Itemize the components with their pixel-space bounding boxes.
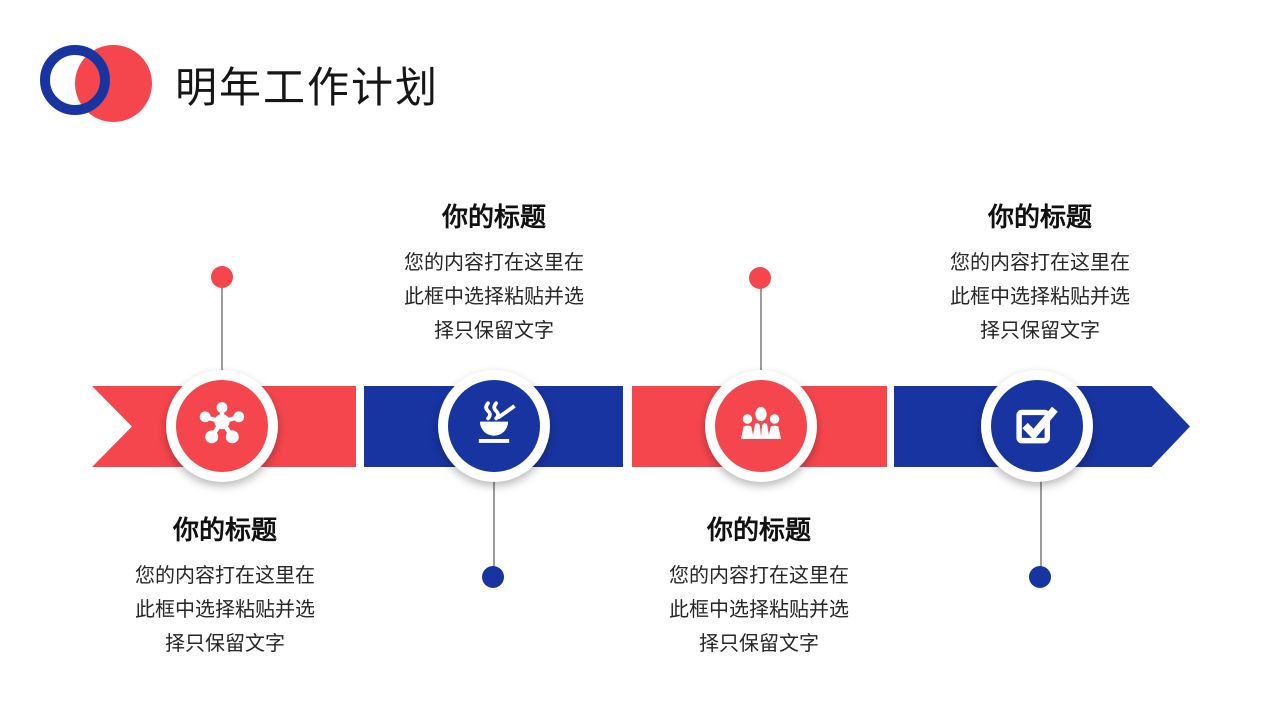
step3-body-line3: 择只保留文字 (699, 633, 819, 655)
hot-food-bowl-icon (478, 401, 516, 443)
tie-shape (759, 425, 763, 437)
checkbox-checkmark-icon (1016, 406, 1058, 444)
step-circle-3 (715, 380, 807, 472)
connector-line-step4 (1040, 480, 1042, 572)
step2-body-line1: 您的内容打在这里在 (404, 252, 584, 274)
step3-body-line2: 此框中选择粘贴并选 (669, 599, 849, 621)
molecule-network-icon (199, 402, 245, 444)
step-node-1 (166, 370, 278, 482)
logo-blue-ring-icon (40, 45, 110, 115)
page-title: 明年工作计划 (175, 66, 440, 112)
step-circle-4 (991, 380, 1083, 472)
connector-line-step3 (760, 277, 762, 372)
step2-body-line3: 择只保留文字 (434, 320, 554, 342)
step4-body: 您的内容打在这里在 此框中选择粘贴并选 择只保留文字 (915, 246, 1165, 348)
step3-label: 你的标题 您的内容打在这里在 此框中选择粘贴并选 择只保留文字 (634, 515, 884, 661)
step-node-2 (438, 370, 550, 482)
step1-title: 你的标题 (172, 515, 277, 545)
timeline-dot-step3 (749, 267, 771, 289)
step2-title: 你的标题 (441, 202, 546, 232)
step1-body-line3: 择只保留文字 (165, 633, 285, 655)
step-circle-2 (448, 380, 540, 472)
timeline-dot-step2 (482, 566, 504, 588)
step4-body-line3: 择只保留文字 (980, 320, 1100, 342)
step-node-4 (981, 370, 1093, 482)
step1-body: 您的内容打在这里在 此框中选择粘贴并选 择只保留文字 (100, 559, 350, 661)
team-people-icon (740, 407, 782, 439)
tie-shape (757, 421, 765, 427)
step2-body-line2: 此框中选择粘贴并选 (404, 286, 584, 308)
step1-body-line1: 您的内容打在这里在 (135, 565, 315, 587)
step3-body: 您的内容打在这里在 此框中选择粘贴并选 择只保留文字 (634, 559, 884, 661)
step3-body-line1: 您的内容打在这里在 (669, 565, 849, 587)
connector-line-step1 (221, 277, 223, 372)
step1-body-line2: 此框中选择粘贴并选 (135, 599, 315, 621)
step4-body-line2: 此框中选择粘贴并选 (950, 286, 1130, 308)
step-circle-1 (176, 380, 268, 472)
step2-label: 你的标题 您的内容打在这里在 此框中选择粘贴并选 择只保留文字 (369, 202, 619, 348)
step4-label: 你的标题 您的内容打在这里在 此框中选择粘贴并选 择只保留文字 (915, 202, 1165, 348)
step4-body-line1: 您的内容打在这里在 (950, 252, 1130, 274)
step3-title: 你的标题 (706, 515, 811, 545)
step-node-3 (705, 370, 817, 482)
step2-body: 您的内容打在这里在 此框中选择粘贴并选 择只保留文字 (369, 246, 619, 348)
timeline-dot-step4 (1029, 566, 1051, 588)
timeline-dot-step1 (211, 266, 233, 288)
step1-label: 你的标题 您的内容打在这里在 此框中选择粘贴并选 择只保留文字 (100, 515, 350, 661)
step4-title: 你的标题 (987, 202, 1092, 232)
connector-line-step2 (493, 480, 495, 572)
